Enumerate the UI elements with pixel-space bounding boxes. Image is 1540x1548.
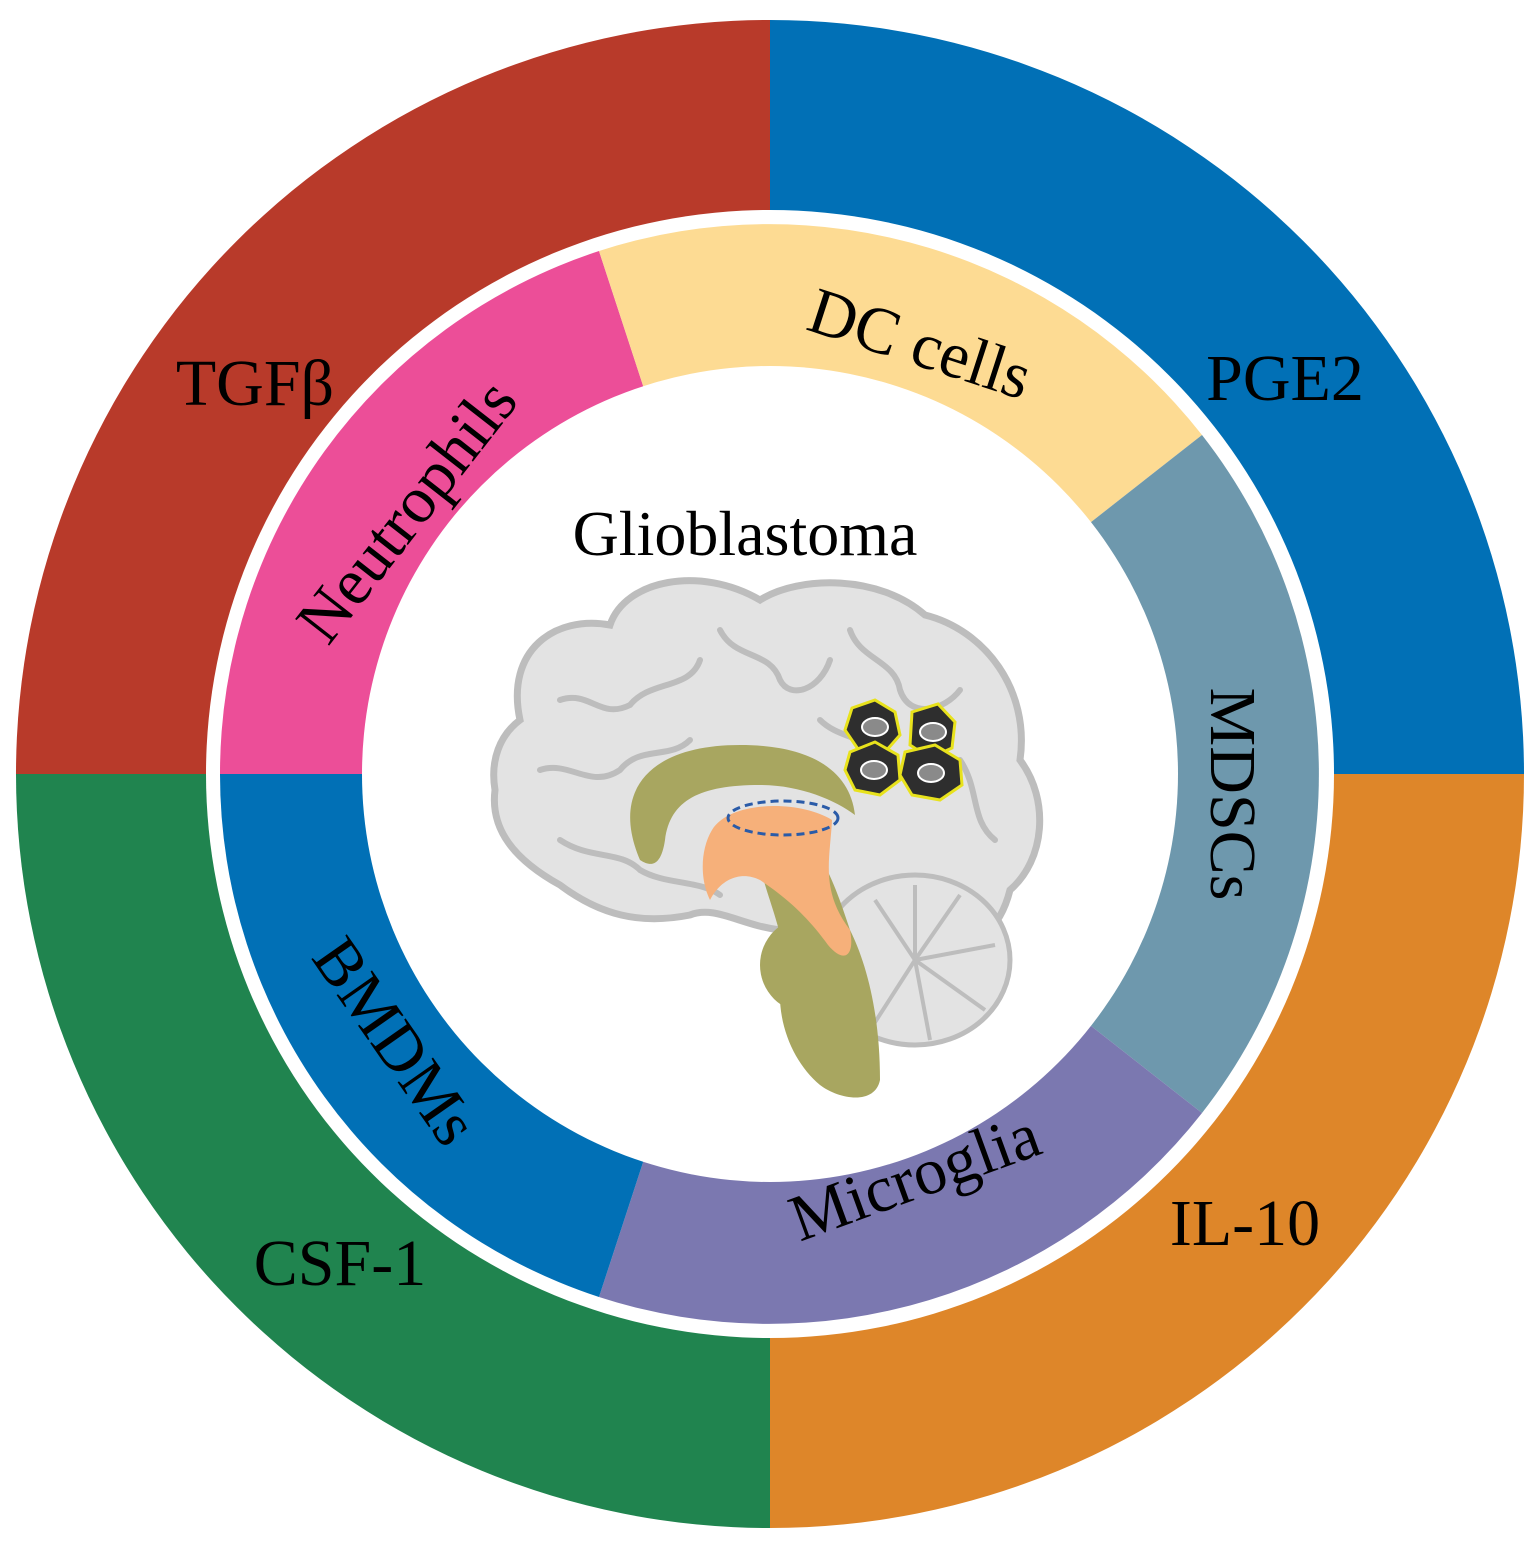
- outer-label-csf1: CSF-1: [254, 1227, 426, 1300]
- brain-thalamus: [702, 806, 852, 956]
- outer-label-il10: IL-10: [1170, 1187, 1320, 1260]
- brain-sagittal-icon: [490, 577, 1044, 1098]
- outer-label-pge2: PGE2: [1206, 342, 1364, 415]
- center-title: Glioblastoma: [573, 498, 918, 569]
- brain-corpus-callosum: [630, 745, 855, 864]
- cerebellum-folia: [868, 885, 996, 1041]
- thalamus-highlight-outline: [726, 799, 840, 837]
- tumor-cluster-icon: [843, 698, 964, 802]
- outer-label-tgfb: TGFβ: [176, 347, 334, 420]
- inner-label-mdscs: MDSCs: [1196, 688, 1269, 901]
